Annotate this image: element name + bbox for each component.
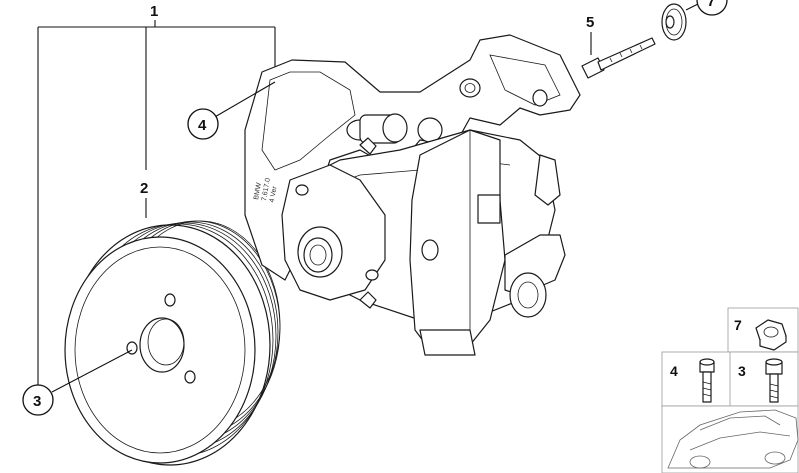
inset-bolt-3-label: 3 xyxy=(738,363,746,379)
callout-7-circle xyxy=(696,0,728,16)
inset-nut-label: 7 xyxy=(734,317,742,333)
nut-7 xyxy=(661,3,687,41)
power-steering-pump xyxy=(244,34,581,356)
bolt-5 xyxy=(581,37,656,79)
stamp-line-3: 4 Ver xyxy=(269,185,279,203)
pump-stamp: BMW 7.617.0 4 Ver xyxy=(253,177,279,203)
callout-2-label: 2 xyxy=(140,180,148,197)
vehicle-silhouette xyxy=(667,409,799,469)
callout-4-leader xyxy=(212,81,276,119)
callout-4-circle xyxy=(187,108,219,140)
callout-4-label: 4 xyxy=(198,117,207,134)
inset-bolt-4 xyxy=(699,358,715,403)
callout-7-label: 7 xyxy=(707,0,715,10)
inset-nut xyxy=(755,319,787,351)
stamp-line-1: BMW xyxy=(253,182,263,200)
callout-3-leader xyxy=(51,349,133,393)
callout-1-bracket xyxy=(37,20,276,385)
callout-5-label: 5 xyxy=(586,14,594,31)
callout-3-label: 3 xyxy=(33,393,41,410)
inset-bolt-3 xyxy=(765,358,783,403)
pulley xyxy=(64,220,281,466)
stamp-line-2: 7.617.0 xyxy=(261,177,272,201)
callout-3-circle xyxy=(22,384,54,416)
inset-bolt-4-label: 4 xyxy=(670,363,678,379)
callout-1-label: 1 xyxy=(150,3,158,20)
